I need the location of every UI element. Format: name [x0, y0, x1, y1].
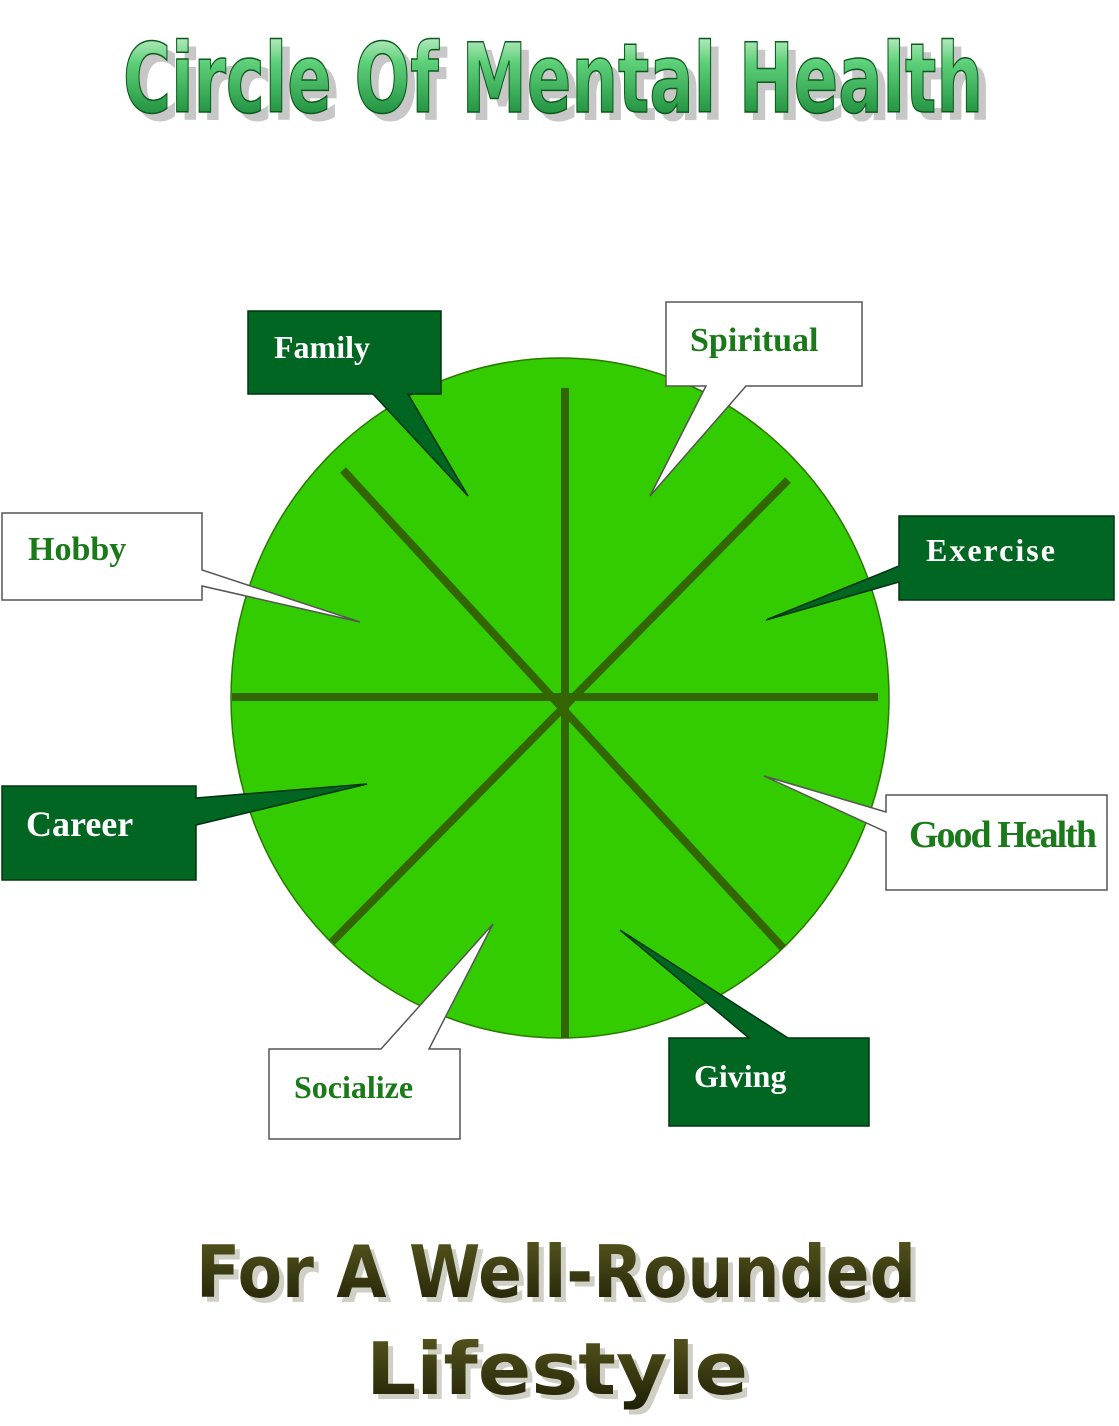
callout-career-label: Career — [26, 804, 133, 844]
callout-spiritual-box — [649, 301, 863, 497]
callout-hobby: Hobby — [1, 512, 361, 623]
wheel — [230, 357, 890, 1039]
callout-giving-label: Giving — [694, 1058, 786, 1094]
callout-socialize-box — [268, 923, 494, 1140]
page-title-text: Circle Of Mental Health — [123, 23, 983, 135]
page-title-shadow: Circle Of Mental Health — [131, 31, 991, 143]
callout-socialize-label: Socialize — [294, 1069, 413, 1105]
callout-good-health-box — [763, 775, 1108, 891]
footer-line1-shadow: For A Well-Rounded — [201, 1235, 921, 1319]
callout-giving: Giving — [619, 929, 870, 1127]
callout-socialize: Socialize — [268, 923, 494, 1140]
callout-career-box — [1, 783, 368, 881]
footer-line2: Lifestyle — [366, 1327, 748, 1411]
callout-career: Career — [1, 783, 368, 881]
footer-line2-shadow: Lifestyle — [371, 1332, 753, 1416]
page-title: Circle Of Mental Health Circle Of Mental… — [122, 22, 991, 143]
callout-family-label: Family — [274, 329, 370, 365]
callout-good-health-label: Good Health — [909, 814, 1097, 856]
footer-line1: For A Well-Rounded — [196, 1230, 916, 1314]
callout-spiritual-label: Spiritual — [690, 322, 818, 359]
callout-exercise-box — [765, 515, 1115, 621]
footer-tagline: For A Well-Rounded For A Well-Rounded Li… — [196, 1230, 921, 1416]
callout-spiritual: Spiritual — [649, 301, 863, 497]
callout-giving-box — [619, 929, 870, 1127]
wheel-spokes — [232, 388, 878, 1038]
callout-family: Family — [247, 310, 469, 497]
callout-family-box — [247, 310, 469, 497]
callout-exercise: Exercise — [765, 515, 1115, 621]
spoke-diagonal-up — [329, 477, 791, 945]
callout-hobby-label: Hobby — [28, 531, 126, 568]
callout-good-health: Good Health — [763, 775, 1108, 891]
callout-exercise-label: Exercise — [926, 532, 1057, 568]
callout-hobby-box — [1, 512, 361, 623]
